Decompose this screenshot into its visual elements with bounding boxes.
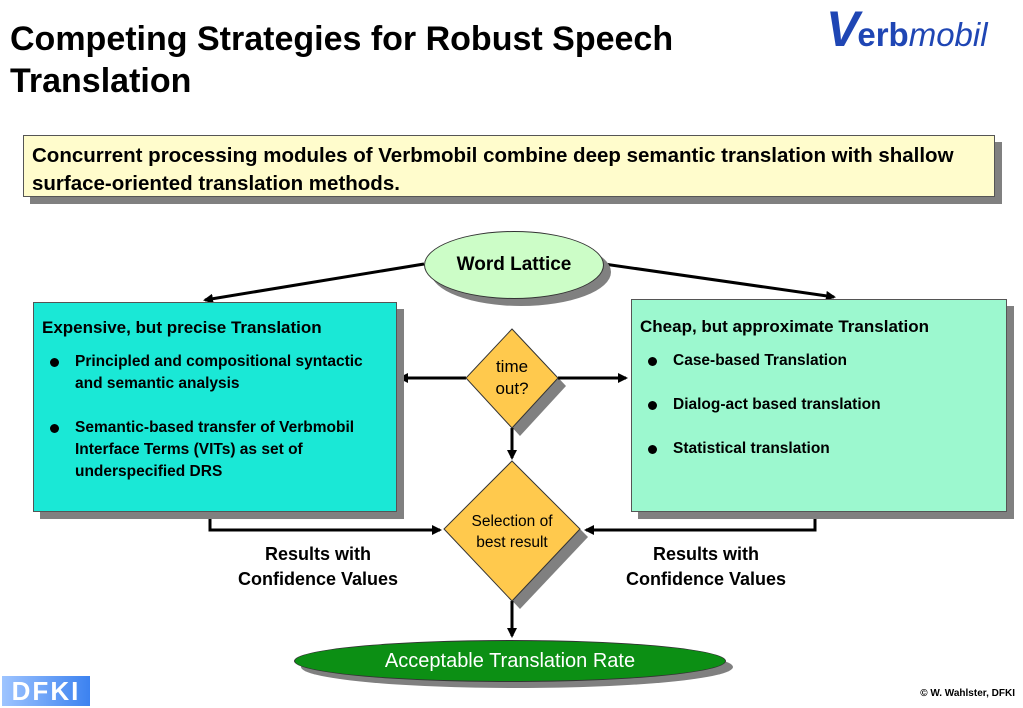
right-box-list: Case-based Translation Dialog-act based …	[640, 350, 998, 460]
selection-label-line1: Selection of	[471, 513, 553, 530]
selection-diamond	[443, 460, 581, 602]
results-left-label: Results with Confidence Values	[212, 542, 424, 592]
selection-label-line2: best result	[476, 534, 548, 551]
left-box-list: Principled and compositional syntactic a…	[42, 351, 388, 483]
results-right-line2: Confidence Values	[625, 569, 787, 589]
results-left-line2: Confidence Values	[237, 569, 399, 589]
list-item-text: Statistical translation	[673, 440, 830, 457]
bullet-dot-icon	[648, 445, 657, 454]
list-item-text: Semantic-based transfer of Verbmobil Int…	[75, 419, 355, 480]
list-item-text: Principled and compositional syntactic a…	[75, 353, 363, 392]
timeout-label: time out?	[472, 356, 552, 400]
right-box-title: Cheap, but approximate Translation	[640, 317, 930, 336]
verbmobil-logo: Verbmobil	[826, 0, 1018, 57]
expensive-translation-box: Expensive, but precise Translation Princ…	[33, 302, 397, 512]
intro-box: Concurrent processing modules of Verbmob…	[23, 135, 995, 197]
bullet-dot-icon	[50, 358, 59, 367]
logo-part-mobil: mobil	[908, 16, 988, 53]
selection-label: Selection of best result	[452, 511, 572, 553]
arrow-lattice-to-right	[603, 262, 836, 301]
logo-letter-v: V	[826, 1, 859, 57]
results-right-label: Results with Confidence Values	[600, 542, 812, 592]
results-right-line1: Results with	[652, 544, 759, 564]
list-item: Semantic-based transfer of Verbmobil Int…	[42, 417, 388, 483]
arrow-lattice-to-left	[203, 262, 425, 304]
list-item: Statistical translation	[640, 438, 998, 460]
acceptable-translation-rate-node: Acceptable Translation Rate	[294, 640, 726, 682]
results-left-line1: Results with	[264, 544, 371, 564]
list-item: Case-based Translation	[640, 350, 998, 372]
copyright-text: © W. Wahlster, DFKI	[920, 688, 1015, 699]
list-item-text: Case-based Translation	[673, 352, 848, 369]
word-lattice-node: Word Lattice	[424, 231, 604, 299]
list-item: Principled and compositional syntactic a…	[42, 351, 388, 395]
logo-part-erb: erb	[857, 16, 909, 53]
list-item: Dialog-act based translation	[640, 394, 998, 416]
timeout-label-line2: out?	[495, 379, 529, 398]
timeout-diamond	[465, 328, 559, 429]
bullet-dot-icon	[648, 357, 657, 366]
dfki-logo: DFKI	[2, 676, 90, 706]
page-title: Competing Strategies for Robust Speech T…	[10, 20, 674, 100]
timeout-label-line1: time	[495, 357, 529, 376]
bullet-dot-icon	[648, 401, 657, 410]
list-item-text: Dialog-act based translation	[673, 396, 881, 413]
cheap-translation-box: Cheap, but approximate Translation Case-…	[631, 299, 1007, 512]
left-box-title: Expensive, but precise Translation	[42, 318, 322, 337]
bullet-dot-icon	[50, 424, 59, 433]
